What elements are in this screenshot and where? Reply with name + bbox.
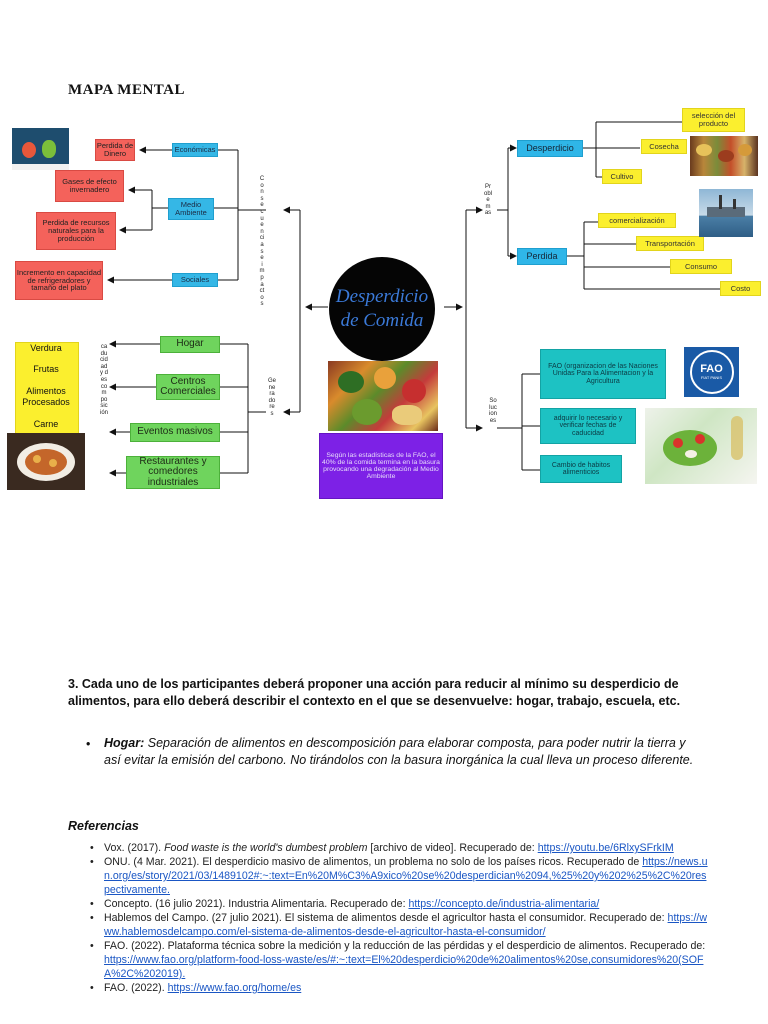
category-sociales: Sociales [172,273,218,287]
cargo-port-image [699,189,753,237]
food-bowl-image [7,433,85,490]
answer-text: Separación de alimentos en descomposició… [104,736,694,767]
reference-item: FAO. (2022). Plataforma técnica sobre la… [90,939,710,981]
central-topic-line1: Desperdicio [335,286,429,307]
reference-link[interactable]: https://news.un.org/es/story/2021/03/148… [104,856,708,896]
central-topic: Desperdicio de Comida [329,257,435,361]
label-consecuencias: Consecuencias e impactos [259,176,277,308]
perdida-transportacion: Transportación [636,236,704,251]
references-list: Vox. (2017). Food waste is the world's d… [90,841,710,995]
salad-image [645,408,757,484]
label-caducidad: caducidad y descomposición [100,344,109,416]
problema-perdida: Perdida [517,248,567,265]
fao-logo-text: FAO [700,362,723,375]
reference-item: FAO. (2022). https://www.fao.org/home/es [90,981,710,995]
label-problemas: Problemas [484,184,493,217]
effect-refrigeradores: Incremento en capacidad de refrigeradore… [15,261,103,300]
reference-item: Vox. (2017). Food waste is the world's d… [90,841,710,855]
label-generadores: Generadores [268,378,277,417]
fao-logo: FAO FIAT PANIS [684,347,739,397]
solucion-fao: FAO (organizacion de las Naciones Unidas… [540,349,666,399]
desperdicio-cosecha: Cosecha [641,139,687,154]
food-procesados: Alimentos Procesados [22,386,70,407]
food-waste-poster-image [12,128,69,170]
perdida-costo: Costo [720,281,761,296]
reference-link[interactable]: https://concepto.de/industria-alimentari… [408,898,600,910]
label-soluciones: Soluciones [489,398,498,424]
desperdicio-cultivo: Cultivo [602,169,642,184]
category-medio-ambiente: Medio Ambiente [168,198,214,220]
reference-item: ONU. (4 Mar. 2021). El desperdicio masiv… [90,855,710,897]
fao-logo-emblem: FAO FIAT PANIS [689,350,734,394]
reference-item: Concepto. (16 julio 2021). Industria Ali… [90,897,710,911]
reference-link[interactable]: https://www.fao.org/platform-food-loss-w… [104,954,704,980]
answer-hogar: Hogar: Separación de alimentos en descom… [104,735,704,769]
generador-centros-comerciales: Centros Comerciales [156,374,220,400]
effect-perdida-dinero: Perdida de Dinero [95,139,135,161]
solucion-habitos: Cambio de habitos alimenticios [540,455,622,483]
perdida-consumo: Consumo [670,259,732,274]
perdida-comercializacion: comercialización [598,213,676,228]
food-carne: Carne [33,419,59,429]
generador-hogar: Hogar [160,336,220,353]
solucion-adquirir: adquirir lo necesario y verificar fechas… [540,408,636,444]
question-3: 3. Cada uno de los participantes deberá … [68,677,681,708]
reference-link[interactable]: https://youtu.be/6RlxySFrkIM [537,842,674,854]
food-pile-image [328,361,438,431]
references-title: Referencias [68,819,139,833]
market-spices-image [690,136,758,176]
generador-restaurantes: Restaurantes y comedores industriales [126,456,220,489]
central-topic-line2: de Comida [340,310,424,331]
problema-desperdicio: Desperdicio [517,140,583,157]
food-frutas: Frutas [33,364,59,374]
effect-gases: Gases de efecto invernadero [55,170,124,202]
food-verdura: Verdura [30,343,62,353]
effect-recursos: Perdida de recursos naturales para la pr… [36,212,116,250]
category-economicas: Económicas [172,143,218,157]
generador-eventos-masivos: Eventos masivos [130,423,220,442]
label-consecuencias-text: Consecuencias e impactos [259,176,265,308]
page-title: MAPA MENTAL [68,82,186,98]
answer-label: Hogar: [104,736,145,750]
desperdicio-seleccion: selección del producto [682,108,745,132]
reference-item: Hablemos del Campo. (27 julio 2021). El … [90,911,710,939]
food-list-panel [15,342,79,434]
reference-link[interactable]: https://www.fao.org/home/es [167,982,302,994]
fao-logo-motto: FIAT PANIS [700,374,723,380]
answer-bullet: • [86,737,91,751]
reference-link[interactable]: https://www.hablemosdelcampo.com/el-sist… [104,912,707,938]
central-note: Según las estadísticas de la FAO, el 40%… [319,433,443,499]
